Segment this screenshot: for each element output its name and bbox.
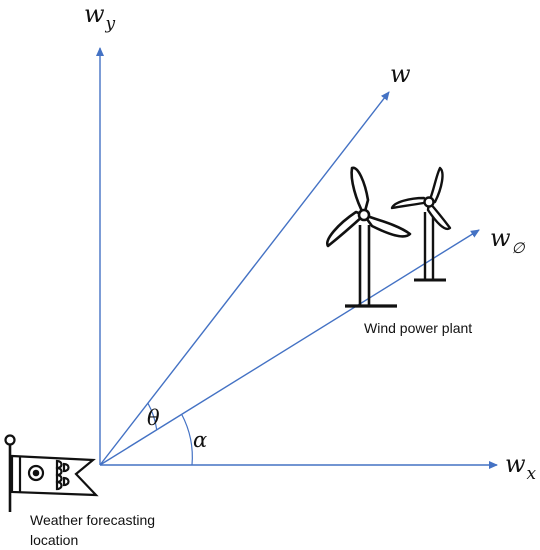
weather-location-label-line1: Weather forecasting [30, 512, 155, 528]
alpha-label: α [193, 428, 207, 452]
wind-turbine-icon [326, 166, 412, 308]
koinobori-windsock-icon [4, 434, 99, 512]
alpha-angle-arc [181, 414, 193, 466]
wind-turbine-icon [390, 166, 452, 282]
wphi-vector-arrow [99, 229, 480, 466]
wphi-vector-label: w∅ [490, 224, 526, 257]
w-vector-label: w [390, 60, 411, 88]
wind-power-plant-label: Wind power plant [364, 320, 472, 336]
theta-angle-arc [147, 402, 158, 430]
wx-axis-label: wx [505, 450, 537, 484]
wy-axis-label: wy [84, 0, 116, 34]
weather-location-label-line2: location [30, 532, 78, 548]
w-vector-arrow [99, 91, 390, 466]
theta-label: θ [147, 406, 160, 430]
